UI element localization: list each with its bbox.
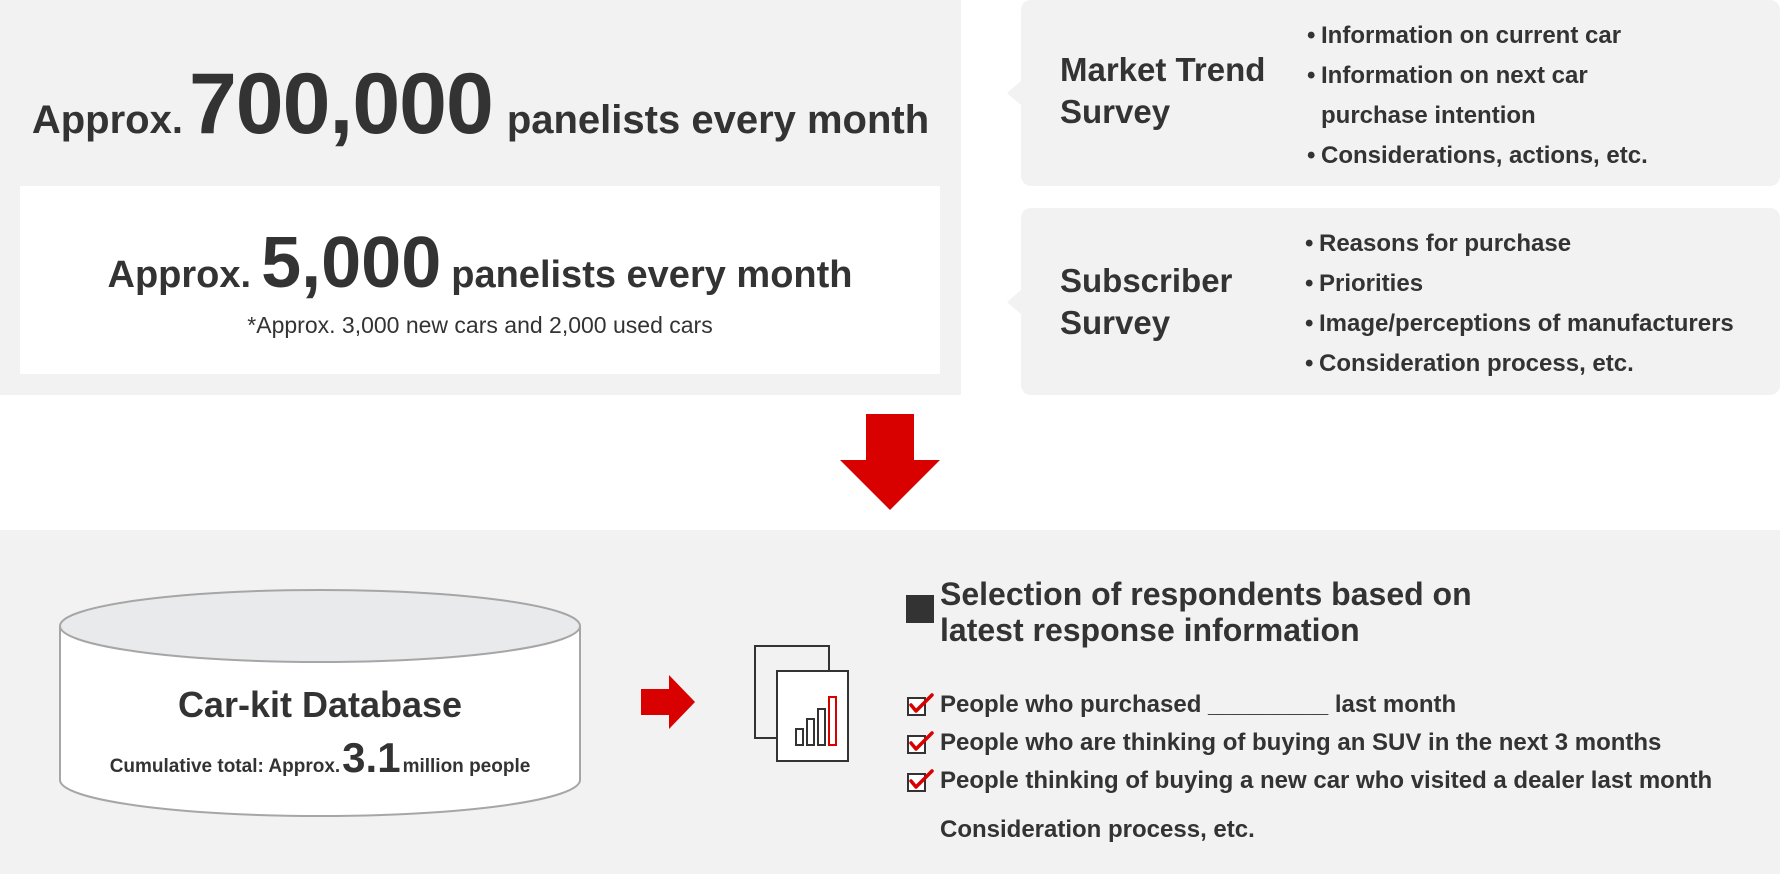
subscriber-panelists-number: 5,000 bbox=[261, 223, 442, 303]
list-item-text: Considerations, actions, etc. bbox=[1321, 142, 1648, 169]
criteria-text: People who are thinking of buying an SUV… bbox=[940, 729, 1662, 756]
survey-title-line: Survey bbox=[1060, 304, 1171, 341]
section-marker-square bbox=[906, 595, 934, 623]
database-total-number: 3.1 bbox=[342, 734, 401, 781]
subscriber-panelists-headline: Approx. 5,000 panelists every month bbox=[20, 222, 940, 304]
database-section: Car-kit Database Cumulative total: Appro… bbox=[0, 530, 1780, 874]
panel-summary: Approx. 700,000 panelists every month Ap… bbox=[0, 0, 961, 395]
checkbox-checked-icon bbox=[907, 693, 934, 716]
checkbox-checked-icon bbox=[907, 731, 934, 754]
monthly-panelists-headline: Approx. 700,000 panelists every month bbox=[0, 55, 961, 152]
arrow-right-icon bbox=[641, 675, 695, 729]
list-item-text: Priorities bbox=[1319, 270, 1424, 297]
bullet: • bbox=[1305, 270, 1314, 297]
subscriber-panelists-prefix: Approx. bbox=[107, 254, 252, 296]
market-trend-survey-items: •Information on current car •Information… bbox=[1307, 16, 1648, 176]
selection-title-line: latest response information bbox=[940, 612, 1360, 648]
list-item-text: Consideration process, etc. bbox=[1319, 350, 1634, 377]
selection-title-line: Selection of respondents based on bbox=[940, 576, 1472, 612]
list-item: •Consideration process, etc. bbox=[1305, 344, 1734, 384]
bullet: • bbox=[1305, 230, 1314, 257]
document-chart-icon bbox=[754, 645, 849, 762]
criteria-text: People who purchased _________ last mont… bbox=[940, 691, 1457, 718]
subscriber-survey-items: •Reasons for purchase •Priorities •Image… bbox=[1305, 224, 1734, 384]
arrow-down-icon bbox=[840, 414, 940, 510]
callout-notch bbox=[1007, 81, 1021, 105]
survey-title-line: Survey bbox=[1060, 93, 1171, 130]
criteria-extra-text: Consideration process, etc. bbox=[940, 816, 1255, 843]
list-item-continuation: purchase intention bbox=[1307, 96, 1648, 136]
bullet: • bbox=[1305, 310, 1314, 337]
database-cylinder-icon bbox=[59, 589, 581, 817]
survey-title-line: Subscriber bbox=[1060, 262, 1233, 299]
monthly-panelists-suffix: panelists every month bbox=[506, 98, 930, 142]
bullet: • bbox=[1307, 62, 1316, 89]
monthly-panelists-prefix: Approx. bbox=[31, 98, 183, 142]
list-item: •Priorities bbox=[1305, 264, 1734, 304]
database-total: Cumulative total: Approx. 3.1 million pe… bbox=[58, 734, 582, 782]
criteria-item: People who purchased _________ last mont… bbox=[906, 686, 1712, 724]
list-item: •Information on next car bbox=[1307, 56, 1648, 96]
criteria-item: People who are thinking of buying an SUV… bbox=[906, 724, 1712, 762]
subscriber-panelists-suffix: panelists every month bbox=[451, 254, 853, 296]
criteria-text: People thinking of buying a new car who … bbox=[940, 767, 1713, 794]
list-item: •Information on current car bbox=[1307, 16, 1648, 56]
criteria-item: People thinking of buying a new car who … bbox=[906, 762, 1712, 800]
market-trend-survey-title: Market Trend Survey bbox=[1060, 49, 1265, 133]
database-total-prefix: Cumulative total: Approx. bbox=[109, 756, 341, 777]
callout-notch bbox=[1007, 289, 1021, 314]
list-item: •Reasons for purchase bbox=[1305, 224, 1734, 264]
bullet: • bbox=[1305, 350, 1314, 377]
subscriber-survey-card: Subscriber Survey •Reasons for purchase … bbox=[1007, 208, 1780, 395]
checkbox-checked-icon bbox=[907, 769, 934, 792]
list-item-text: Information on current car bbox=[1321, 22, 1622, 49]
list-item-text: purchase intention bbox=[1321, 102, 1536, 129]
list-item: •Image/perceptions of manufacturers bbox=[1305, 304, 1734, 344]
list-item: •Considerations, actions, etc. bbox=[1307, 136, 1648, 176]
list-item-text: Reasons for purchase bbox=[1319, 230, 1572, 257]
survey-title-line: Market Trend bbox=[1060, 51, 1266, 88]
database-total-suffix: million people bbox=[402, 756, 531, 777]
bullet: • bbox=[1307, 22, 1316, 49]
list-item-text: Image/perceptions of manufacturers bbox=[1319, 310, 1734, 337]
database-title: Car-kit Database bbox=[177, 684, 463, 725]
selection-title: Selection of respondents based on latest… bbox=[940, 576, 1472, 648]
subscriber-survey-title: Subscriber Survey bbox=[1060, 260, 1232, 344]
list-item-text: Information on next car bbox=[1321, 62, 1588, 89]
selection-criteria-list: People who purchased _________ last mont… bbox=[906, 686, 1712, 800]
subscriber-footnote: *Approx. 3,000 new cars and 2,000 used c… bbox=[247, 312, 713, 338]
market-trend-survey-card: Market Trend Survey •Information on curr… bbox=[1007, 0, 1780, 186]
monthly-panelists-number: 700,000 bbox=[188, 56, 494, 152]
bullet: • bbox=[1307, 142, 1316, 169]
subscriber-panel-box: Approx. 5,000 panelists every month *App… bbox=[20, 186, 940, 374]
